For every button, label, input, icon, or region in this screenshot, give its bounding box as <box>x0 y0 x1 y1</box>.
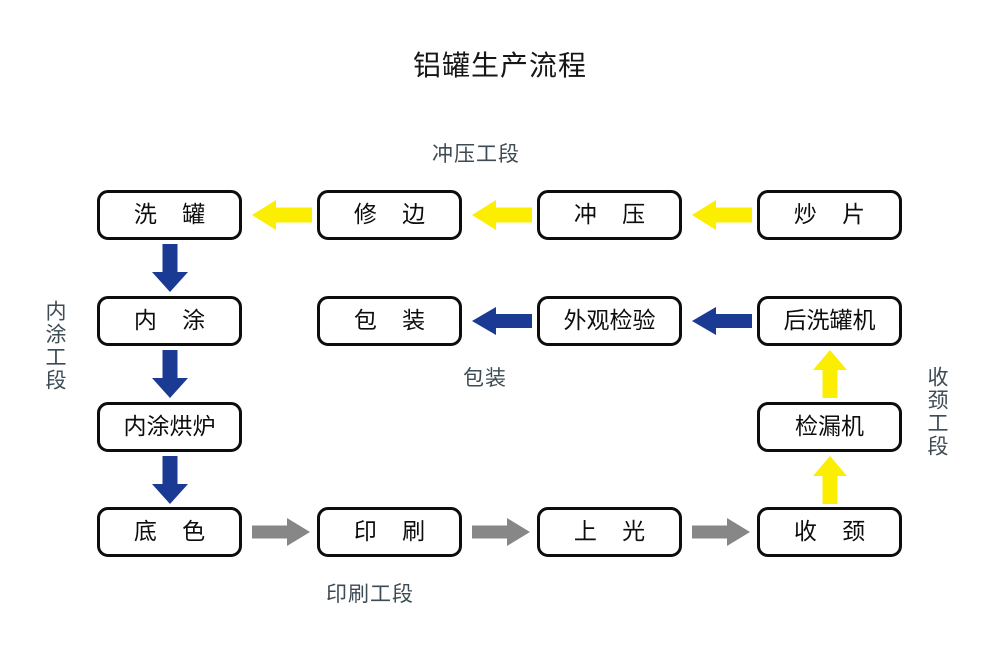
arrow-chao-pian-to-chong-ya <box>692 200 752 230</box>
arrow-shang-guang-to-shou-jing <box>692 518 750 546</box>
node-nei-tu-hong-lu[interactable]: 内涂烘炉 <box>97 402 242 452</box>
arrow-jian-lou-ji-to-hou-xi-guan-ji <box>812 350 848 398</box>
segment-label-packaging: 包装 <box>463 366 507 390</box>
page-title: 铝罐生产流程 <box>412 49 587 82</box>
arrow-chong-ya-to-xiu-bian <box>472 200 532 230</box>
node-yin-shua[interactable]: 印 刷 <box>317 507 462 557</box>
arrow-wai-guan-to-bao-zhuang <box>472 306 532 336</box>
segment-label-necking: 收颈工段 <box>925 366 949 458</box>
node-nei-tu[interactable]: 内 涂 <box>97 296 242 346</box>
arrow-nei-tu-hong-lu-to-di-se <box>152 456 188 504</box>
arrow-xiu-bian-to-xi-guan <box>252 200 312 230</box>
node-xiu-bian[interactable]: 修 边 <box>317 190 462 240</box>
node-shang-guang[interactable]: 上 光 <box>537 507 682 557</box>
node-wai-guan-jian-yan[interactable]: 外观检验 <box>537 296 682 346</box>
arrow-nei-tu-to-nei-tu-hong-lu <box>152 350 188 398</box>
node-chong-ya[interactable]: 冲 压 <box>537 190 682 240</box>
segment-label-interior-coating: 内涂工段 <box>43 300 67 392</box>
segment-label-printing: 印刷工段 <box>326 582 414 606</box>
node-jian-lou-ji[interactable]: 检漏机 <box>757 402 902 452</box>
node-xi-guan[interactable]: 洗 罐 <box>97 190 242 240</box>
node-di-se[interactable]: 底 色 <box>97 507 242 557</box>
arrow-xi-guan-to-nei-tu <box>152 244 188 292</box>
arrow-hou-xi-guan-to-wai-guan <box>692 306 752 336</box>
node-bao-zhuang[interactable]: 包 装 <box>317 296 462 346</box>
arrow-yin-shua-to-shang-guang <box>472 518 530 546</box>
node-shou-jing[interactable]: 收 颈 <box>757 507 902 557</box>
segment-label-stamping: 冲压工段 <box>432 142 520 166</box>
node-chao-pian[interactable]: 炒 片 <box>757 190 902 240</box>
arrow-di-se-to-yin-shua <box>252 518 310 546</box>
arrow-shou-jing-to-jian-lou-ji <box>812 456 848 504</box>
node-hou-xi-guan-ji[interactable]: 后洗罐机 <box>757 296 902 346</box>
